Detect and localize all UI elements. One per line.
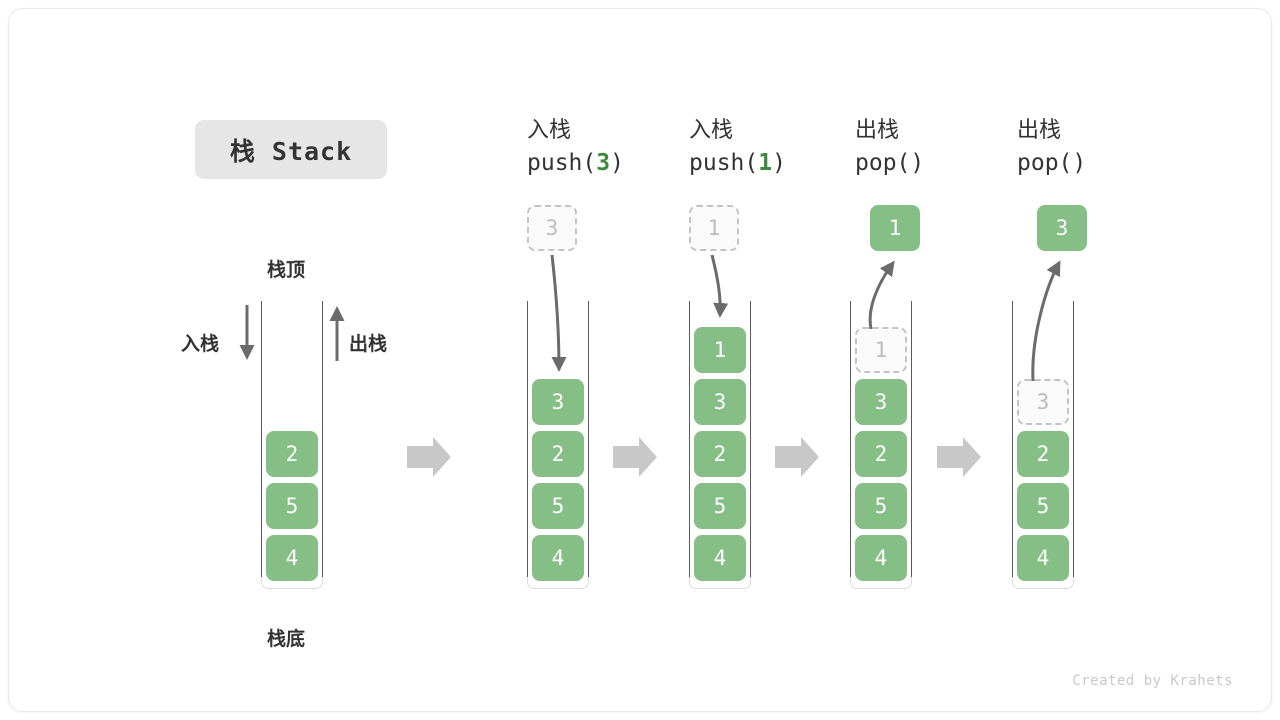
column-header-cn: 入栈 [527, 118, 572, 143]
stack-cell: 2 [694, 431, 746, 477]
column-header-cn: 出栈 [855, 118, 900, 143]
column-header-op: pop() [1017, 146, 1177, 180]
stack-cells: 3 2 5 4 [532, 379, 584, 581]
stack-cell: 2 [532, 431, 584, 477]
op-suffix: ) [610, 150, 624, 176]
floating-popped-box-3: 3 [1037, 205, 1087, 251]
stack-wall-right [750, 301, 751, 579]
op-suffix: ) [772, 150, 786, 176]
column-header-op: push(3) [527, 146, 687, 180]
stack-cell: 5 [532, 483, 584, 529]
column-header-op: pop() [855, 146, 1015, 180]
step-arrow-icon [937, 437, 981, 477]
column-header-pop-1: 出栈 pop() [855, 116, 1015, 180]
column-header-pop-3: 出栈 pop() [1017, 116, 1177, 180]
title-badge: 栈 Stack [195, 120, 387, 179]
stack-cell: 3 [855, 379, 907, 425]
stack-floor [1012, 577, 1074, 589]
stack-floor [261, 577, 323, 589]
stack-floor [527, 577, 589, 589]
stack-cells: 1 3 2 5 4 [694, 327, 746, 581]
column-header-cn: 入栈 [689, 118, 734, 143]
op-prefix: pop( [1017, 150, 1073, 176]
stack-cell: 4 [855, 535, 907, 581]
stack-column-push-1: 1 3 2 5 4 [689, 301, 751, 589]
stack-cell: 3 [694, 379, 746, 425]
stack-cell: 2 [1017, 431, 1069, 477]
op-suffix: ) [910, 150, 925, 176]
stack-cell: 5 [694, 483, 746, 529]
stack-cell: 2 [855, 431, 907, 477]
stack-wall-left [689, 301, 690, 579]
stack-wall-right [911, 301, 912, 579]
stack-floor [689, 577, 751, 589]
step-arrow-icon [775, 437, 819, 477]
stack-wall-right [588, 301, 589, 579]
stack-cell: 2 [266, 431, 318, 477]
stack-cell: 5 [266, 483, 318, 529]
column-header-push-3: 入栈 push(3) [527, 116, 687, 180]
stack-cells: 2 5 4 [266, 431, 318, 581]
column-header-cn: 出栈 [1017, 118, 1062, 143]
stack-wall-right [322, 301, 323, 579]
op-prefix: pop( [855, 150, 911, 176]
stack-wall-left [527, 301, 528, 579]
footer-credit: Created by Krahets [1072, 673, 1233, 689]
stack-top-label: 栈顶 [267, 260, 306, 281]
op-suffix: ) [1072, 150, 1087, 176]
step-arrow-icon [407, 437, 451, 477]
stack-wall-right [1073, 301, 1074, 579]
op-prefix: push( [527, 150, 597, 176]
stack-wall-left [261, 301, 262, 579]
stack-cell: 4 [1017, 535, 1069, 581]
stack-wall-left [1012, 301, 1013, 579]
stack-column-pop-3: 3 2 5 4 [1012, 301, 1074, 589]
step-arrow-icon [613, 437, 657, 477]
stack-column-pop-1: 1 3 2 5 4 [850, 301, 912, 589]
op-arg: 1 [758, 150, 773, 176]
column-header-push-1: 入栈 push(1) [689, 116, 849, 180]
floating-ghost-box-push-3: 3 [527, 205, 577, 251]
stack-cells: 1 3 2 5 4 [855, 327, 907, 581]
stack-bottom-label: 栈底 [267, 629, 306, 650]
stack-cell: 5 [855, 483, 907, 529]
op-arg: 3 [596, 150, 611, 176]
stack-cell-ghost: 1 [855, 327, 907, 373]
stack-cells: 3 2 5 4 [1017, 379, 1069, 581]
stack-cell: 1 [694, 327, 746, 373]
stack-column-push-3: 3 2 5 4 [527, 301, 589, 589]
stack-cell: 3 [532, 379, 584, 425]
stack-cell: 4 [694, 535, 746, 581]
stack-floor [850, 577, 912, 589]
stack-cell-ghost: 3 [1017, 379, 1069, 425]
stack-wall-left [850, 301, 851, 579]
diagram-card: 栈 Stack 栈顶 栈底 入栈 出栈 入栈 push(3) 入栈 push(1… [8, 8, 1272, 712]
stack-column-initial: 2 5 4 [261, 301, 323, 589]
stack-cell: 4 [532, 535, 584, 581]
floating-popped-box-1: 1 [870, 205, 920, 251]
floating-ghost-box-push-1: 1 [689, 205, 739, 251]
stack-cell: 4 [266, 535, 318, 581]
stack-cell: 5 [1017, 483, 1069, 529]
pop-side-label: 出栈 [349, 334, 388, 355]
op-prefix: push( [689, 150, 759, 176]
column-header-op: push(1) [689, 146, 849, 180]
push-side-label: 入栈 [181, 334, 220, 355]
